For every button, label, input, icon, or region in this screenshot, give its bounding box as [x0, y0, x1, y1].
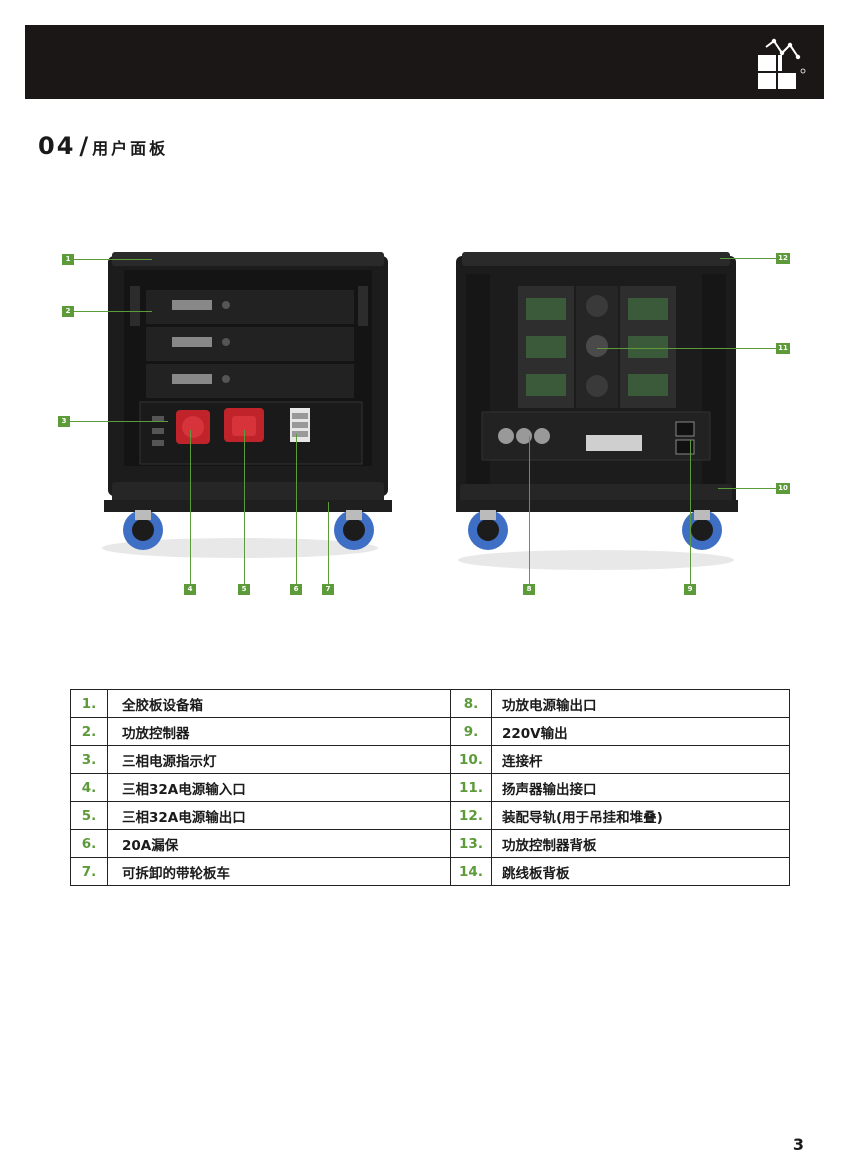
legend-number: 4. [70, 773, 108, 802]
legend-number: 9. [450, 717, 492, 746]
brand-logo-icon [758, 38, 806, 89]
section-number: 04 [38, 132, 76, 160]
legend-number: 12. [450, 801, 492, 830]
legend-label: 全胶板设备箱 [107, 689, 451, 718]
table-row: 3. 三相电源指示灯 10. 连接杆 [70, 745, 790, 774]
legend-number: 14. [450, 857, 492, 886]
table-row: 4. 三相32A电源输入口 11. 扬声器输出接口 [70, 773, 790, 802]
callout-4: 4 [184, 584, 196, 595]
callout-2: 2 [62, 306, 74, 317]
legend-label: 功放控制器背板 [491, 829, 790, 858]
legend-number: 8. [450, 689, 492, 718]
legend-label: 扬声器输出接口 [491, 773, 790, 802]
leader-line-10 [718, 488, 776, 489]
table-row: 5. 三相32A电源输出口 12. 装配导轨(用于吊挂和堆叠) [70, 801, 790, 830]
callout-1: 1 [62, 254, 74, 265]
header-bar [25, 25, 824, 99]
leader-line-6 [296, 434, 297, 584]
legend-label: 220V输出 [491, 717, 790, 746]
legend-number: 6. [70, 829, 108, 858]
legend-label: 三相32A电源输入口 [107, 773, 451, 802]
legend-label: 三相32A电源输出口 [107, 801, 451, 830]
legend-number: 11. [450, 773, 492, 802]
callout-7: 7 [322, 584, 334, 595]
legend-number: 13. [450, 829, 492, 858]
leader-line-2 [74, 311, 152, 312]
leader-line-11 [597, 348, 776, 349]
legend-number: 3. [70, 745, 108, 774]
front-cabinet-illustration [102, 252, 392, 558]
callout-3: 3 [58, 416, 70, 427]
leader-line-9 [690, 440, 691, 584]
section-title: 04 / 用户面板 [38, 132, 168, 160]
table-row: 6. 20A漏保 13. 功放控制器背板 [70, 829, 790, 858]
legend-number: 2. [70, 717, 108, 746]
legend-number: 7. [70, 857, 108, 886]
legend-label: 跳线板背板 [491, 857, 790, 886]
legend-label: 三相电源指示灯 [107, 745, 451, 774]
callout-12: 12 [776, 253, 790, 264]
legend-number: 5. [70, 801, 108, 830]
section-slash: / [79, 132, 89, 160]
page-number: 3 [792, 1135, 804, 1154]
legend-label: 20A漏保 [107, 829, 451, 858]
leader-line-7 [328, 502, 329, 584]
table-row: 2. 功放控制器 9. 220V输出 [70, 717, 790, 746]
leader-line-8 [529, 436, 530, 584]
equipment-illustration [102, 252, 738, 570]
legend-table: 1. 全胶板设备箱 8. 功放电源输出口 2. 功放控制器 9. 220V输出 … [70, 689, 790, 886]
leader-line-3 [70, 421, 168, 422]
legend-label: 连接杆 [491, 745, 790, 774]
callout-6: 6 [290, 584, 302, 595]
table-row: 7. 可拆卸的带轮板车 14. 跳线板背板 [70, 857, 790, 886]
legend-label: 装配导轨(用于吊挂和堆叠) [491, 801, 790, 830]
legend-label: 可拆卸的带轮板车 [107, 857, 451, 886]
legend-label: 功放电源输出口 [491, 689, 790, 718]
leader-line-4 [190, 430, 191, 584]
table-row: 1. 全胶板设备箱 8. 功放电源输出口 [70, 689, 790, 718]
callout-9: 9 [684, 584, 696, 595]
legend-number: 10. [450, 745, 492, 774]
callout-10: 10 [776, 483, 790, 494]
callout-8: 8 [523, 584, 535, 595]
equipment-diagram: 1 2 3 4 5 6 7 8 9 10 11 12 [0, 230, 842, 610]
legend-number: 1. [70, 689, 108, 718]
leader-line-1 [74, 259, 152, 260]
section-heading: 用户面板 [92, 139, 169, 158]
rear-cabinet-illustration [456, 252, 738, 570]
leader-line-12 [720, 258, 776, 259]
callout-11: 11 [776, 343, 790, 354]
legend-label: 功放控制器 [107, 717, 451, 746]
leader-line-5 [244, 430, 245, 584]
callout-5: 5 [238, 584, 250, 595]
